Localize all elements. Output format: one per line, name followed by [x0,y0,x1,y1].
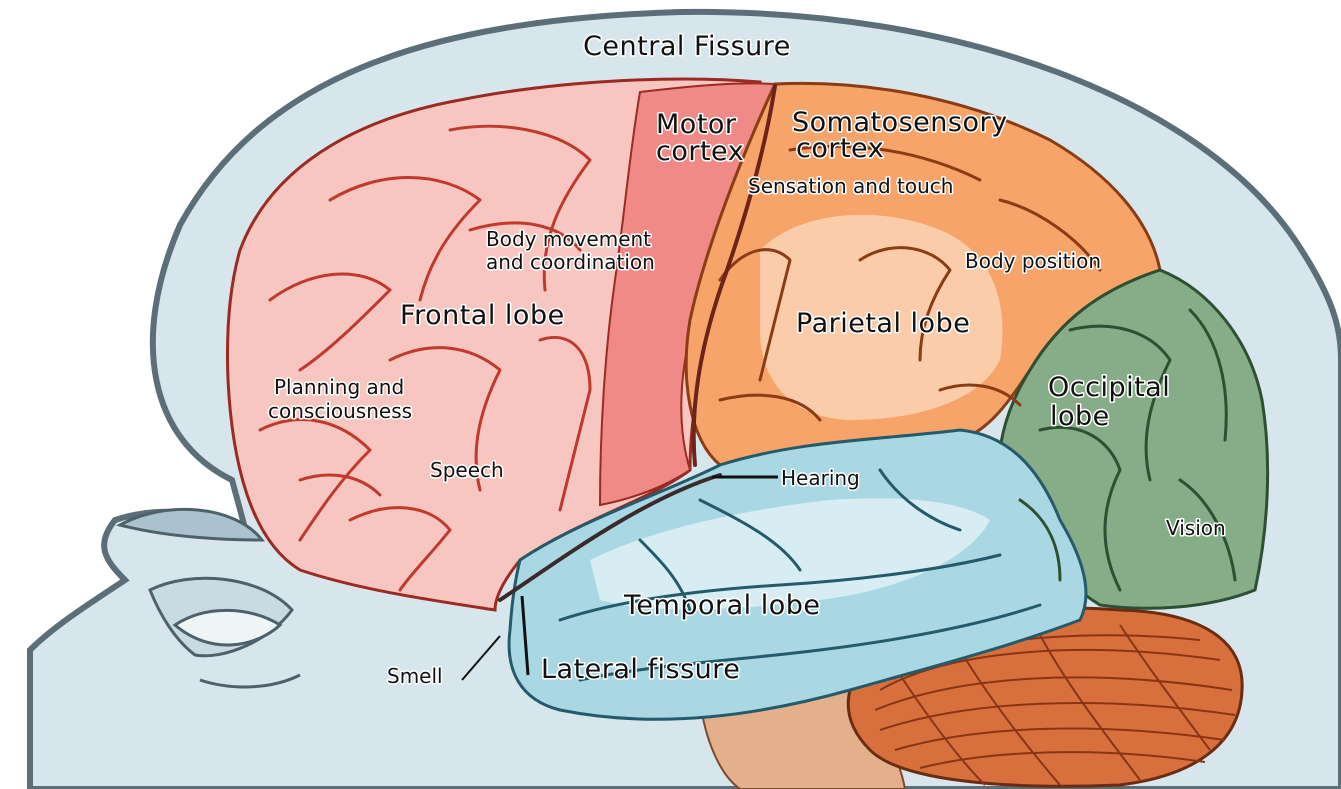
label-speech: Speech [430,458,504,482]
label-body-position: Body position [965,249,1101,273]
label-lateral-fissure: Lateral fissure [541,654,740,685]
label-sensation-touch: Sensation and touch [748,174,953,198]
label-body-movement-line2: and coordination [486,250,655,274]
label-occipital-lobe-line1: Occipital [1048,372,1170,403]
label-hearing: Hearing [781,466,860,490]
label-planning-line2: consciousness [268,399,412,423]
label-temporal-lobe: Temporal lobe [623,590,820,621]
label-frontal-lobe: Frontal lobe [400,300,565,331]
label-parietal-lobe: Parietal lobe [796,308,970,339]
label-vision: Vision [1166,516,1226,540]
label-occipital-lobe-line2: lobe [1050,401,1110,432]
label-planning-line1: Planning and [274,375,404,399]
label-motor-cortex-line2: cortex [656,136,744,167]
label-smell: Smell [387,664,443,688]
label-central-fissure: Central Fissure [583,31,791,62]
label-somatosensory-line2: cortex [796,133,884,164]
label-body-movement-line1: Body movement [486,227,651,251]
